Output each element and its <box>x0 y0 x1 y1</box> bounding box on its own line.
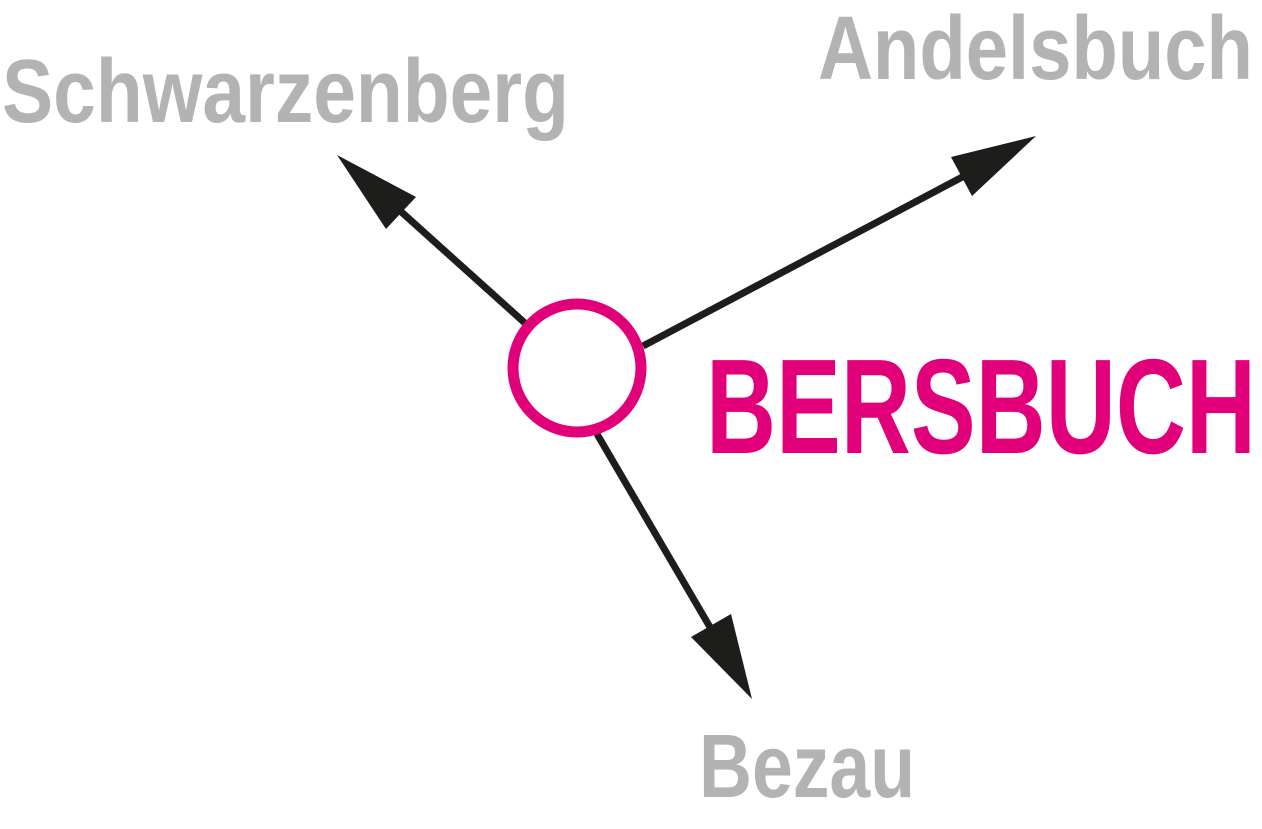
arrow-shaft-andelsbuch <box>641 170 970 350</box>
destination-label-bezau: Bezau <box>699 717 915 817</box>
arrowhead-bezau <box>691 614 752 699</box>
arrow-andelsbuch <box>641 136 1036 350</box>
arrow-shaft-bezau <box>593 432 718 636</box>
arrow-bezau <box>593 432 752 699</box>
location-ring <box>507 298 647 438</box>
destination-label-andelsbuch: Andelsbuch <box>818 0 1253 99</box>
arrowhead-andelsbuch <box>951 136 1036 196</box>
arrow-shaft-schwarzenberg <box>394 205 529 327</box>
destination-label-schwarzenberg: Schwarzenberg <box>2 42 569 142</box>
arrowhead-schwarzenberg <box>337 155 416 229</box>
center-place-name: BERSBUCH <box>706 331 1256 482</box>
arrow-schwarzenberg <box>337 155 529 327</box>
